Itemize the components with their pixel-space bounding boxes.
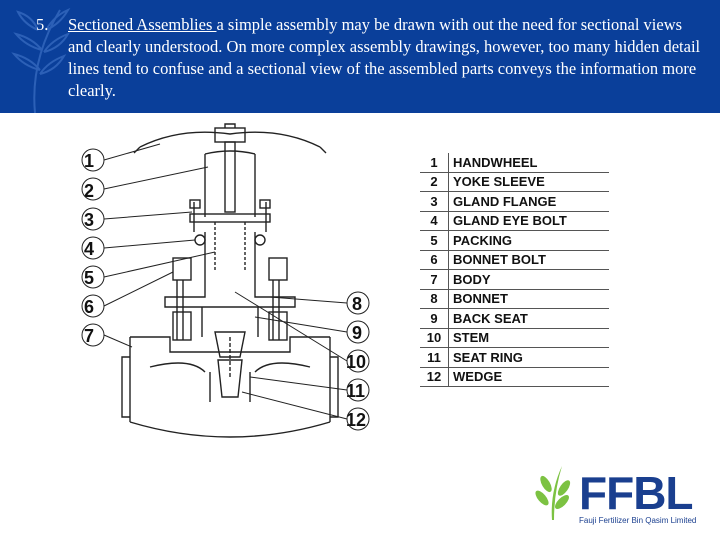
legend-label: WEDGE bbox=[448, 367, 609, 387]
legend-label: SEAT RING bbox=[448, 347, 609, 368]
callout-5: 5 bbox=[84, 268, 94, 288]
legend-number: 10 bbox=[420, 328, 449, 348]
callout-8: 8 bbox=[352, 294, 362, 314]
callout-4: 4 bbox=[84, 239, 94, 259]
valve-diagram: 1 2 3 4 5 6 7 8 9 10 11 12 bbox=[81, 123, 370, 438]
legend-number: 12 bbox=[420, 367, 449, 387]
legend-number: 5 bbox=[420, 230, 449, 251]
legend-label: BONNET bbox=[448, 289, 609, 309]
callout-7: 7 bbox=[84, 326, 94, 346]
legend-label: YOKE SLEEVE bbox=[448, 172, 609, 192]
legend-number: 4 bbox=[420, 211, 449, 231]
callout-1: 1 bbox=[84, 151, 94, 171]
legend-number: 7 bbox=[420, 269, 449, 290]
logo-name: FFBL bbox=[579, 467, 694, 519]
legend-number: 2 bbox=[420, 172, 449, 192]
legend-label: BACK SEAT bbox=[448, 308, 609, 329]
legend-label: BODY bbox=[448, 269, 609, 290]
wheat-watermark-icon bbox=[11, 7, 71, 113]
legend-label: PACKING bbox=[448, 230, 609, 251]
callout-2: 2 bbox=[84, 181, 94, 201]
callout-6: 6 bbox=[84, 297, 94, 317]
item-number: 5. bbox=[36, 15, 49, 34]
callout-3: 3 bbox=[84, 210, 94, 230]
body-text: a simple assembly may be drawn with out … bbox=[68, 15, 701, 100]
legend-label: GLAND FLANGE bbox=[448, 191, 609, 212]
legend-number: 11 bbox=[420, 347, 449, 368]
legend-number: 9 bbox=[420, 308, 449, 329]
callout-10: 10 bbox=[346, 352, 366, 372]
logo-subtitle: Fauji Fertilizer Bin Qasim Limited bbox=[579, 516, 697, 525]
ffbl-logo: FFBL Fauji Fertilizer Bin Qasim Limited bbox=[524, 462, 720, 532]
wheat-logo-icon bbox=[535, 466, 571, 520]
heading: Sectioned Assemblies bbox=[68, 15, 217, 34]
callout-12: 12 bbox=[346, 410, 366, 430]
legend-number: 6 bbox=[420, 250, 449, 270]
callout-9: 9 bbox=[352, 323, 362, 343]
legend-label: HANDWHEEL bbox=[448, 153, 609, 173]
legend-label: BONNET BOLT bbox=[448, 250, 609, 270]
legend-number: 3 bbox=[420, 191, 449, 212]
callout-11: 11 bbox=[346, 381, 365, 401]
legend-number: 1 bbox=[420, 153, 449, 173]
legend-number: 8 bbox=[420, 289, 449, 309]
legend-label: STEM bbox=[448, 328, 609, 348]
slide-text: 5. Sectioned Assemblies a simple assembl… bbox=[36, 14, 706, 102]
legend-label: GLAND EYE BOLT bbox=[448, 211, 609, 231]
slide-header: 5. Sectioned Assemblies a simple assembl… bbox=[0, 0, 720, 113]
